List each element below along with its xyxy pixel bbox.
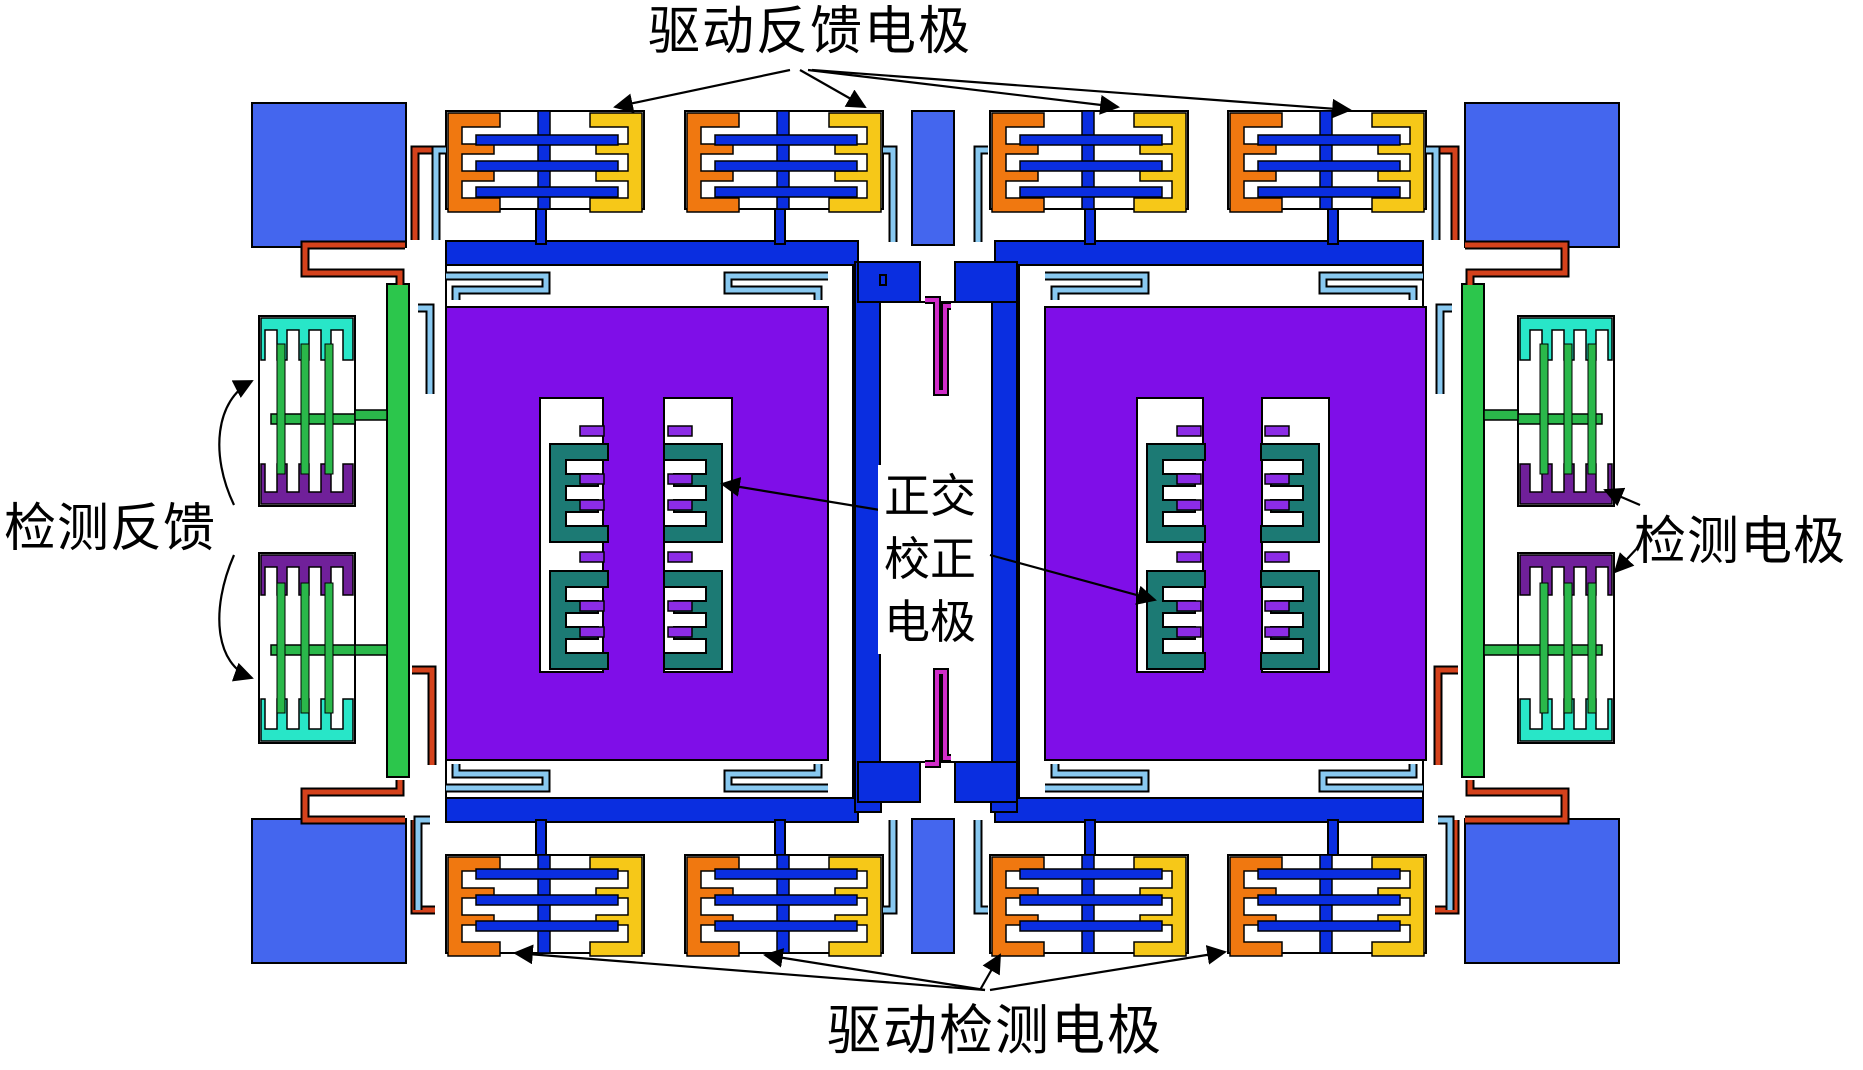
- label-drive-feedback: 驱动反馈电极: [648, 2, 973, 62]
- arrow-quad-2: [989, 553, 1157, 605]
- light-springs-color: [415, 147, 1453, 913]
- arrow-drive-feedback-1: [613, 68, 791, 113]
- sense-bar-right: [1461, 283, 1485, 778]
- arrow-drive-sense-2: [763, 948, 986, 992]
- arrow-drive-sense-3: [979, 953, 1001, 991]
- label-sense-feedback: 检测反馈: [4, 499, 217, 559]
- label-quadrature-correction: 正交 校正 电极: [878, 465, 982, 654]
- red-springs-color: [302, 147, 1568, 913]
- drive-frame: [445, 203, 1424, 861]
- proof-masses: [445, 306, 1427, 761]
- arrow-quad-1: [720, 477, 881, 512]
- anchor-pad-top-right: [1464, 102, 1620, 248]
- annotation-arrows: [218, 68, 1641, 992]
- arrow-drive-feedback-4: [811, 68, 1352, 119]
- magenta-springs: [925, 296, 951, 768]
- frame-center-right-column: [990, 261, 1018, 813]
- proof-mass-left: [445, 306, 829, 761]
- arrow-drive-feedback-2: [799, 69, 867, 108]
- frame-center-top-block-right: [954, 261, 1018, 303]
- quadrature-combs: [549, 443, 1320, 670]
- frame-center-bottom-block-right: [954, 761, 1018, 803]
- frame-center-top-block-left: [857, 261, 921, 303]
- label-quadrature-line1: 正交: [884, 469, 976, 523]
- anchor-pad-top-left: [251, 102, 407, 248]
- anchor-pad-bottom-left: [251, 818, 407, 964]
- label-drive-sense: 驱动检测电极: [827, 999, 1163, 1062]
- anchor-pad-top-center: [911, 110, 955, 246]
- arrow-drive-feedback-3: [807, 68, 1120, 115]
- arrow-drive-sense-1: [513, 944, 986, 992]
- label-sense-electrode: 检测电极: [1634, 512, 1847, 572]
- proof-mass-right: [1044, 306, 1427, 761]
- arrow-sense-feedback-1: [218, 380, 254, 506]
- anchor-pad-bottom-right: [1464, 818, 1620, 964]
- anchor-pad-bottom-center: [911, 818, 955, 954]
- label-quadrature-line3: 电极: [884, 595, 976, 649]
- frame-top-beam-right: [994, 240, 1424, 266]
- frame-center-bottom-block-left: [857, 761, 921, 803]
- frame-top-beam-left: [445, 240, 859, 266]
- frame-bottom-beam-right: [994, 797, 1424, 823]
- drive-comb-units: [445, 110, 1427, 957]
- label-quadrature-line2: 校正: [884, 532, 976, 586]
- arrow-sense-electrode-1: [1603, 487, 1641, 507]
- arrow-sense-electrode-2: [1613, 544, 1641, 574]
- arrow-sense-feedback-2: [218, 554, 254, 682]
- sense-bar-left: [386, 283, 410, 778]
- quadrature-fingers: [579, 425, 1290, 638]
- sense-combs-left: [258, 315, 388, 744]
- frame-bottom-beam-left: [445, 797, 859, 823]
- arrow-drive-sense-4: [989, 945, 1227, 992]
- sense-combs-right: [1483, 315, 1615, 744]
- frame-center-top-connector: [879, 274, 887, 286]
